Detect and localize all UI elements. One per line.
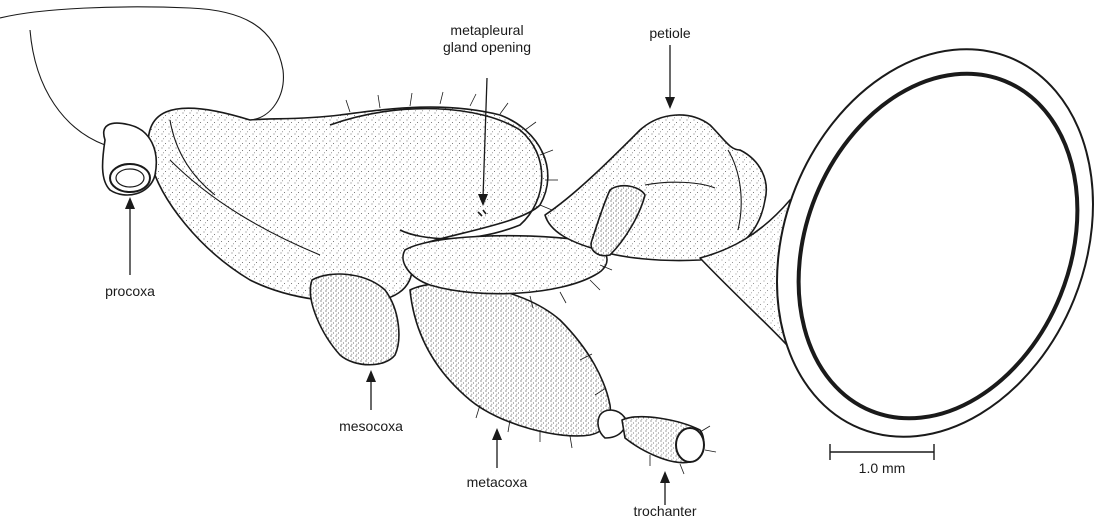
label-metapleural-gland-opening: metapleural gland opening [443,22,531,56]
scale-bar [830,444,934,460]
trochanter-connector [598,410,626,438]
trochanter-socket [676,428,704,462]
label-trochanter: trochanter [633,503,696,520]
head-outline [0,7,283,120]
neck-outline [30,30,105,145]
label-petiole: petiole [649,25,690,42]
label-procoxa: procoxa [105,283,155,300]
label-mesocoxa: mesocoxa [339,418,403,435]
label-metacoxa: metacoxa [467,474,528,491]
label-scale: 1.0 mm [859,460,906,477]
